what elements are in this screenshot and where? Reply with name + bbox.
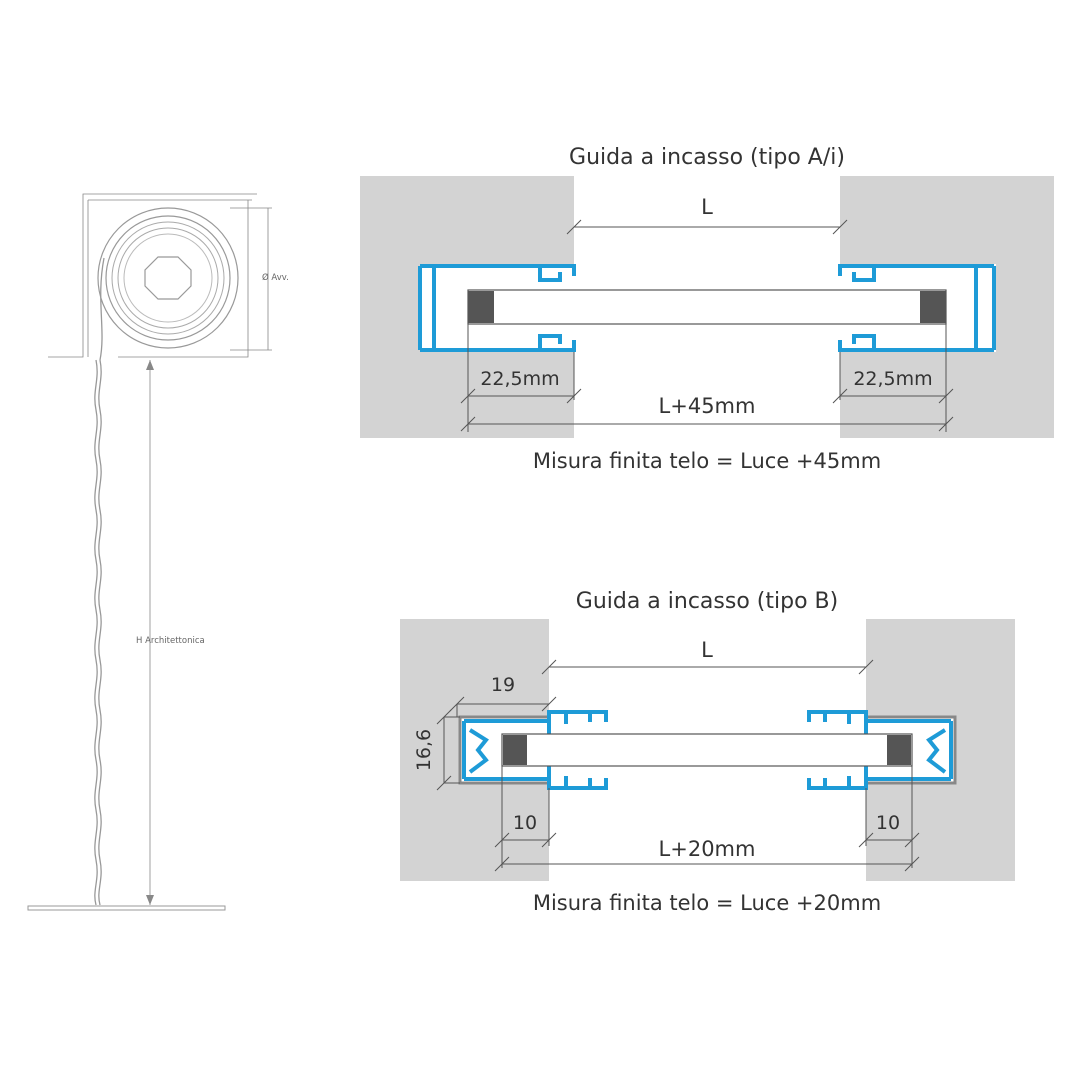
curtain-bar-b xyxy=(501,733,913,767)
caption-b: Misura finita telo = Luce +20mm xyxy=(533,891,881,915)
diameter-label: Ø Avv. xyxy=(262,272,289,283)
end-block-right-a xyxy=(920,291,946,323)
hanging-slats xyxy=(94,257,105,906)
guide-profile-left-a xyxy=(418,264,576,352)
left-offset-a: 22,5mm xyxy=(480,368,559,390)
caption-a: Misura finita telo = Luce +45mm xyxy=(533,449,881,473)
span-label-a: L xyxy=(701,195,713,219)
height-label: H Architettonica xyxy=(136,636,205,646)
roller-coil xyxy=(97,207,239,349)
left-offset-b: 10 xyxy=(513,812,537,834)
height-label-b: 16,6 xyxy=(413,729,435,771)
right-offset-a: 22,5mm xyxy=(853,368,932,390)
curtain-bar-a xyxy=(467,289,947,325)
total-label-a: L+45mm xyxy=(659,394,756,418)
octagon-shaft xyxy=(144,256,192,300)
end-block-left-a xyxy=(468,291,494,323)
roller-box xyxy=(48,193,257,358)
end-block-right-b xyxy=(887,735,911,765)
diagram-a: Guida a incasso (tipo A/i) xyxy=(360,145,1054,473)
width-label-b: 19 xyxy=(491,674,515,696)
guide-profile-right-a xyxy=(838,264,996,352)
total-label-b: L+20mm xyxy=(659,837,756,861)
span-label-b: L xyxy=(701,638,713,662)
diagram-a-title: Guida a incasso (tipo A/i) xyxy=(569,145,845,170)
diagram-b-title: Guida a incasso (tipo B) xyxy=(576,589,838,614)
end-block-left-b xyxy=(503,735,527,765)
guide-profile-left-b xyxy=(462,710,608,790)
side-view: Ø Avv. H Architettonica xyxy=(27,193,289,911)
floor-line xyxy=(27,905,226,911)
right-offset-b: 10 xyxy=(876,812,900,834)
diagram-b: Guida a incasso (tipo B) xyxy=(400,589,1015,915)
